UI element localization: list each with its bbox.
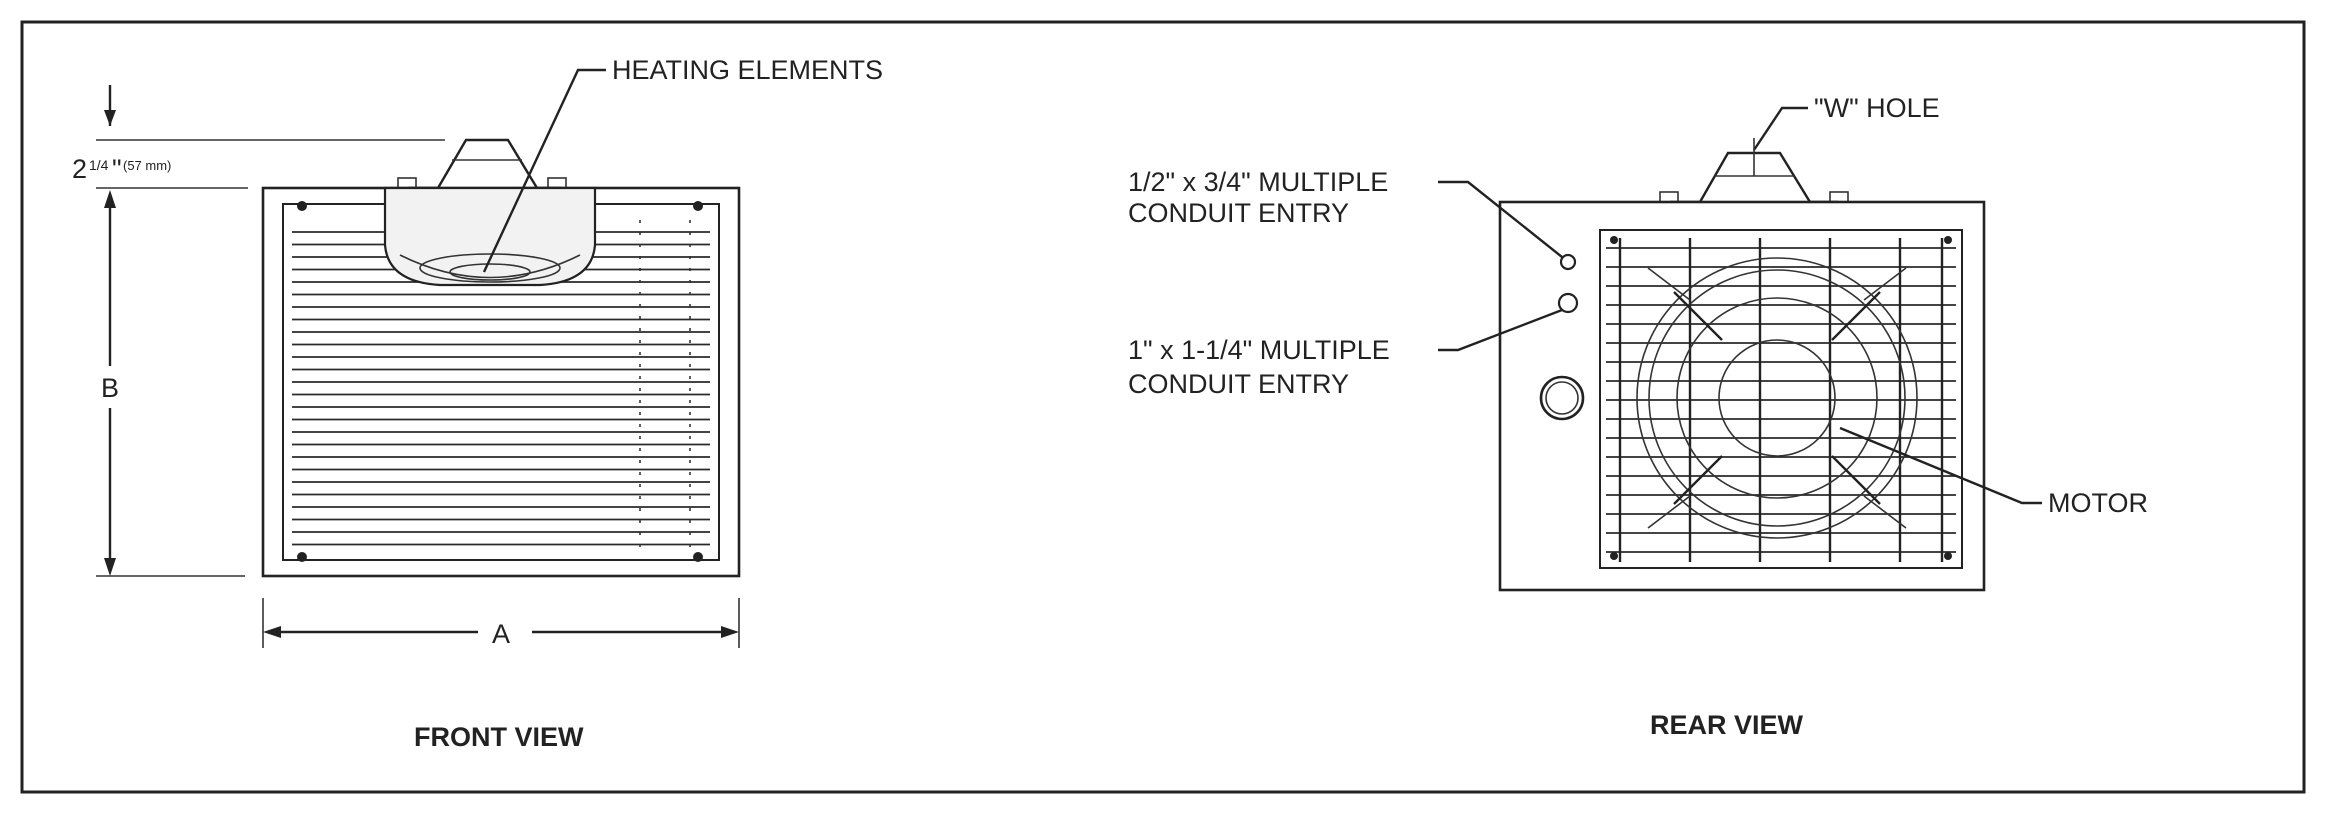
height-dimension: B (96, 190, 245, 577)
rear-screw-icon (1944, 552, 1952, 560)
small-conduit-knockout-icon (1559, 253, 1577, 271)
offset-dimension-mm: (57 mm) (123, 158, 171, 173)
front-view: HEATING ELEMENTS 2 1/4 " (57 mm) B (72, 55, 883, 752)
rear-grille-frame (1599, 229, 1963, 569)
rear-screw-icon (1610, 552, 1618, 560)
rear-fan-guard (1606, 238, 1956, 562)
width-dimension: A (262, 598, 740, 649)
front-louver-grille (292, 220, 710, 548)
heating-element-housing (383, 186, 597, 287)
front-screw-icon (693, 201, 703, 211)
front-screw-icon (297, 201, 307, 211)
large-conduit-leader (1438, 308, 1563, 352)
motor-callout: MOTOR (2048, 488, 2148, 518)
motor-leader (1839, 426, 2042, 505)
offset-dimension-whole: 2 (72, 154, 87, 184)
offset-dimension-fraction: 1/4 (89, 157, 109, 173)
medium-conduit-knockout-icon (1557, 292, 1579, 314)
w-hole-leader (1753, 106, 1808, 151)
small-conduit-callout-line2: CONDUIT ENTRY (1128, 198, 1349, 228)
front-screw-icon (693, 552, 703, 562)
rear-screw-icon (1944, 236, 1952, 244)
rear-fan-assembly (1636, 257, 1918, 539)
rear-screw-icon (1610, 236, 1618, 244)
front-view-title: FRONT VIEW (414, 722, 584, 752)
large-conduit-callout-line1: 1" x 1-1/4" MULTIPLE (1128, 335, 1390, 365)
front-screw-icon (297, 552, 307, 562)
diagram-border (20, 20, 2306, 794)
offset-dimension-inch-mark: " (112, 154, 122, 184)
w-hole-callout: "W" HOLE (1814, 93, 1940, 123)
offset-dimension: 2 1/4 " (57 mm) (72, 85, 445, 189)
large-conduit-callout-line2: CONDUIT ENTRY (1128, 369, 1349, 399)
rear-view: "W" HOLE 1/2" x 3/4" MULTIP (1128, 93, 2148, 740)
large-conduit-knockout-icon (1539, 375, 1585, 421)
rear-view-title: REAR VIEW (1650, 710, 1804, 740)
height-dimension-label: B (101, 373, 119, 403)
small-conduit-callout-line1: 1/2" x 3/4" MULTIPLE (1128, 167, 1388, 197)
small-conduit-leader (1438, 180, 1563, 258)
width-dimension-label: A (492, 619, 510, 649)
heating-elements-callout: HEATING ELEMENTS (612, 55, 883, 85)
heating-elements-leader (482, 68, 606, 273)
